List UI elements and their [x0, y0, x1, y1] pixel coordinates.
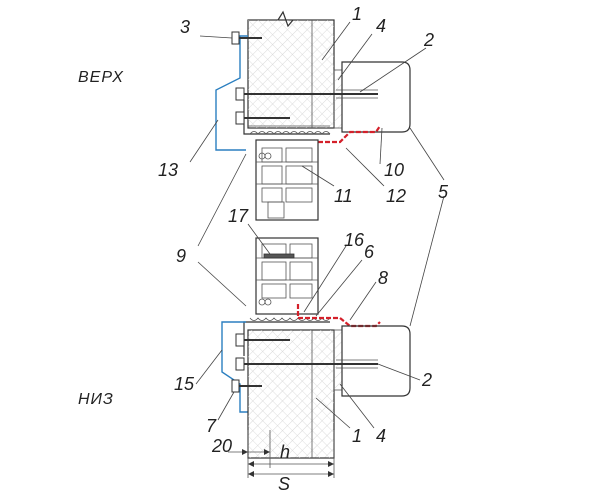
callout-6: 6: [364, 242, 375, 262]
bottom-anchor-screw-upper: [235, 333, 290, 347]
callout-16: 16: [344, 230, 365, 250]
bottom-vapor-membrane: [296, 304, 381, 328]
callout-1-top: 1: [352, 4, 362, 24]
callout-11: 11: [334, 186, 353, 206]
top-window-frame: [255, 139, 319, 221]
top-slope-panel: [341, 61, 411, 133]
callout-2-top: 2: [423, 30, 434, 50]
callout-1-bottom: 1: [352, 426, 362, 446]
top-anchor-screw-upper: [235, 87, 378, 101]
dimension-lines: [228, 430, 335, 478]
callout-h: h: [280, 442, 290, 462]
callout-13: 13: [158, 160, 178, 180]
callout-9: 9: [176, 246, 186, 266]
bottom-seal-band: [249, 317, 331, 321]
leader-lines: [189, 21, 445, 429]
bottom-slope-panel: [341, 325, 411, 397]
callout-12: 12: [386, 186, 406, 206]
callout-4-top: 4: [376, 16, 386, 36]
callout-2-bottom: 2: [421, 370, 432, 390]
top-anchor-screw-lower: [235, 111, 290, 125]
top-seal-band: [249, 131, 331, 135]
callout-15: 15: [174, 374, 195, 394]
top-bracket-profile: [215, 35, 248, 151]
top-wall-section: [247, 10, 343, 129]
callout-10: 10: [384, 160, 404, 180]
callout-S: S: [278, 474, 290, 494]
label-top-side: ВЕРХ: [78, 69, 124, 86]
callout-3: 3: [180, 17, 190, 37]
bottom-bracket-profile: [221, 321, 248, 413]
callout-5: 5: [438, 182, 449, 202]
top-l-profile: [243, 100, 330, 135]
label-bottom-side: НИЗ: [78, 391, 114, 408]
callout-20: 20: [211, 436, 232, 456]
bottom-wall-section: [247, 329, 343, 459]
top-vapor-membrane: [296, 125, 381, 150]
bottom-window-frame: [255, 237, 319, 315]
callout-8: 8: [378, 268, 388, 288]
bottom-anchor-screw-lower: [235, 357, 378, 371]
callout-17: 17: [228, 206, 249, 226]
bottom-self-tapping-screw-7: [231, 379, 262, 393]
callout-4-bottom: 4: [376, 426, 386, 446]
callout-7: 7: [206, 416, 217, 436]
